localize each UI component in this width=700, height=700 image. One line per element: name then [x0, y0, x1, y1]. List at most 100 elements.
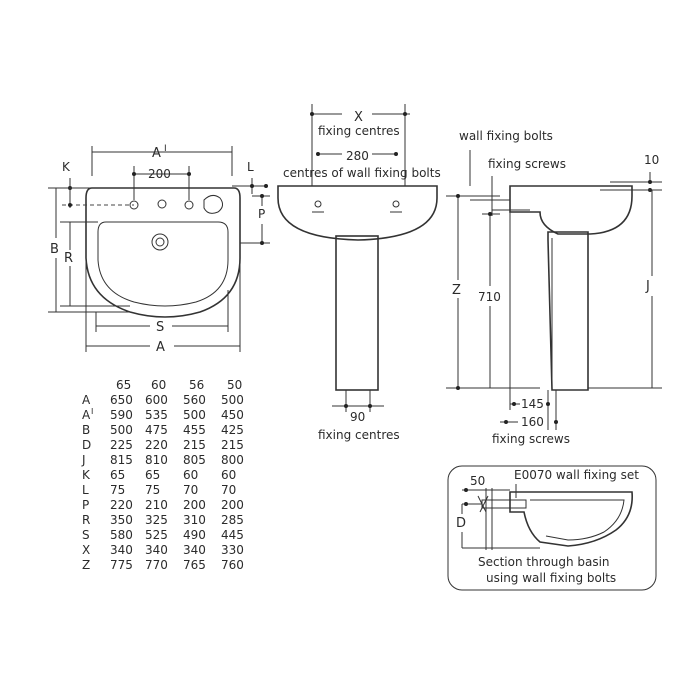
wall-bolt-right [392, 200, 400, 208]
tap-hole-left [129, 200, 139, 210]
pedestal-side [547, 231, 589, 391]
table-cell: 805 [183, 453, 206, 467]
table-cell: 310 [183, 513, 206, 527]
x-label: X [354, 110, 363, 125]
table-row-key: D [82, 438, 91, 452]
table-cell: 70 [183, 483, 198, 497]
s-label: S [156, 320, 164, 335]
z-label: Z [452, 283, 461, 298]
basin-section [509, 491, 633, 547]
waste-outlet-outer [151, 233, 169, 251]
side-view: wall fixing bolts fixing screws 10 Z 710 [446, 129, 662, 446]
section-caption-line1: Section through basin [478, 555, 610, 569]
j-label: J [645, 279, 650, 294]
table-cell: 455 [183, 423, 206, 437]
basin-outline-front [277, 185, 438, 241]
k-label: K [62, 160, 71, 174]
bowl-inner-plan [97, 221, 229, 307]
b-label: B [50, 242, 59, 257]
a-prime-label: A [152, 146, 161, 161]
plan-view: A I 200 K L P B [48, 144, 270, 355]
table-row-key: A [82, 393, 91, 407]
table-cell: 525 [145, 528, 168, 542]
section-frame [447, 465, 657, 591]
tap-hole-centre [157, 199, 167, 209]
dim-280-label: 280 [346, 149, 369, 163]
table-row-key-mark: I [91, 407, 93, 416]
table-cell: 60 [221, 468, 236, 482]
e0070-label: E0070 wall fixing set [514, 468, 639, 482]
overflow-slot [203, 194, 224, 214]
section-caption-line2: using wall fixing bolts [486, 571, 616, 585]
table-cell: 220 [110, 498, 133, 512]
table-cell: 75 [145, 483, 160, 497]
table-row-key: A [82, 408, 91, 422]
table-cell: 225 [110, 438, 133, 452]
front-view: X fixing centres 280 centres of wall fix… [277, 104, 441, 442]
table-row-key: K [82, 468, 91, 482]
table-cell: 590 [110, 408, 133, 422]
table-cell: 810 [145, 453, 168, 467]
table-header-cell: 65 [116, 378, 131, 392]
table-cell: 500 [183, 408, 206, 422]
table-cell: 60 [183, 468, 198, 482]
basin-outline-plan [85, 187, 241, 318]
table-row-key: X [82, 543, 90, 557]
table-row-key: S [82, 528, 90, 542]
dim-10-label: 10 [644, 153, 659, 167]
dim-145-label: 145 [521, 397, 544, 411]
dim-50-label: 50 [470, 474, 485, 488]
table-cell: 340 [145, 543, 168, 557]
p-label: P [258, 207, 265, 221]
table-cell: 200 [221, 498, 244, 512]
table-cell: 65 [110, 468, 125, 482]
table-cell: 500 [221, 393, 244, 407]
table-cell: 600 [145, 393, 168, 407]
table-cell: 340 [183, 543, 206, 557]
table-cell: 70 [221, 483, 236, 497]
table-cell: 490 [183, 528, 206, 542]
table-cell: 770 [145, 558, 168, 572]
pedestal-front [335, 235, 379, 391]
table-cell: 285 [221, 513, 244, 527]
centres-wall-bolts-label: centres of wall fixing bolts [283, 166, 441, 180]
a-prime-mark: I [164, 144, 167, 154]
fixing-centres-bottom: fixing centres [318, 428, 400, 442]
table-cell: 560 [183, 393, 206, 407]
table-row-key: P [82, 498, 89, 512]
wall-fixing-bolt [481, 499, 527, 509]
table-cell: 215 [221, 438, 244, 452]
table-cell: 210 [145, 498, 168, 512]
table-header-cell: 56 [189, 378, 204, 392]
table-row-key: B [82, 423, 90, 437]
table-cell: 75 [110, 483, 125, 497]
table-cell: 215 [183, 438, 206, 452]
waste-outlet-inner [155, 237, 165, 247]
table-cell: 220 [145, 438, 168, 452]
basin-outline-side [509, 185, 633, 235]
table-cell: 580 [110, 528, 133, 542]
dim-710-label: 710 [478, 290, 501, 304]
table-cell: 500 [110, 423, 133, 437]
table-cell: 450 [221, 408, 244, 422]
table-cell: 350 [110, 513, 133, 527]
table-row-key: J [81, 453, 86, 467]
table-cell: 765 [183, 558, 206, 572]
table-cell: 760 [221, 558, 244, 572]
fixing-screws-bottom-label: fixing screws [492, 432, 570, 446]
table-cell: 65 [145, 468, 160, 482]
table-cell: 200 [183, 498, 206, 512]
table-cell: 800 [221, 453, 244, 467]
dim-160-label: 160 [521, 415, 544, 429]
table-cell: 650 [110, 393, 133, 407]
table-cell: 775 [110, 558, 133, 572]
dim-200-label: 200 [148, 167, 171, 181]
table-row-key: L [82, 483, 89, 497]
table-cell: 475 [145, 423, 168, 437]
table-cell: 535 [145, 408, 168, 422]
table-header-cell: 50 [227, 378, 242, 392]
table-row-key: R [82, 513, 90, 527]
table-cell: 815 [110, 453, 133, 467]
